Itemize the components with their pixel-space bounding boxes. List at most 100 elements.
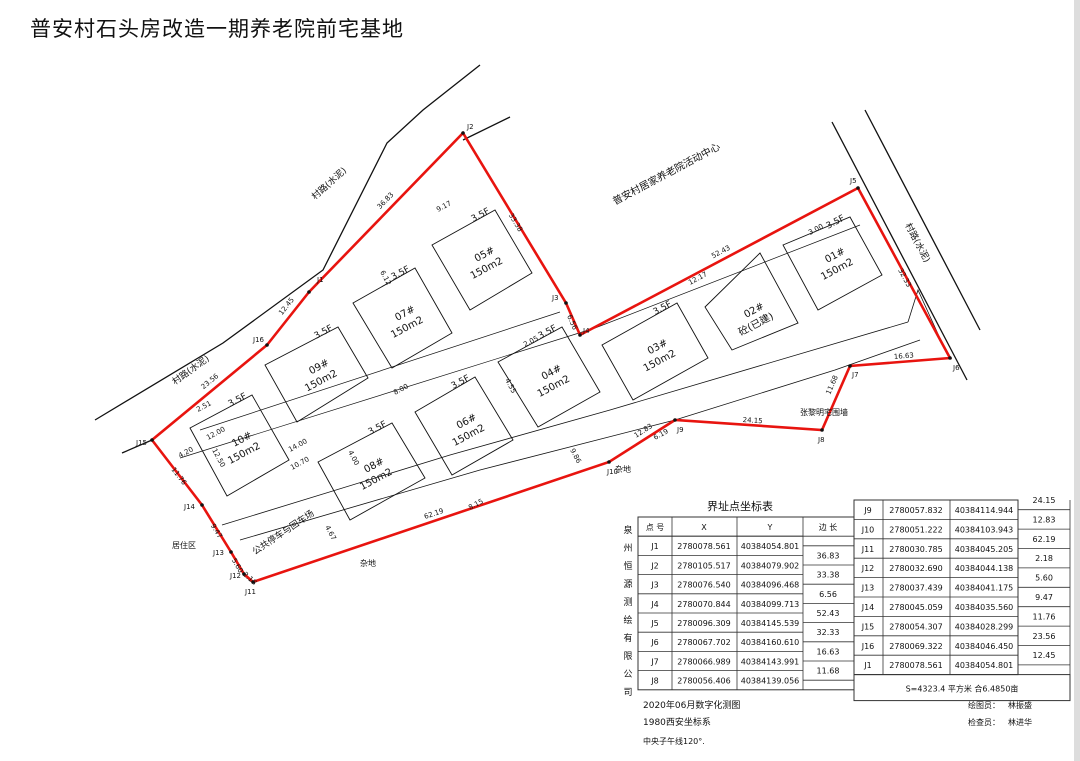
boundary-point-marker (848, 364, 852, 368)
boundary-point-marker (265, 343, 269, 347)
company-name-char: 公 (623, 669, 632, 680)
table-cell-y: 40384096.468 (741, 581, 800, 590)
building-outline (317, 422, 426, 521)
dimension-label: 2.05 (522, 334, 540, 348)
dimension-label: 12.50 (210, 447, 226, 468)
table-cell-point: J11 (861, 545, 875, 554)
table-cell-y: 40384054.801 (741, 542, 800, 551)
boundary-point-label: J15 (135, 439, 147, 447)
table-cell-x: 2780067.702 (677, 638, 730, 647)
road-edge-line (864, 109, 981, 331)
table-cell-x: 2780045.059 (889, 603, 942, 612)
table-cell-length: 24.15 (1033, 496, 1056, 505)
table-header-point: 点 号 (646, 523, 665, 532)
boundary-point-label: J3 (551, 294, 559, 302)
table-cell-x: 2780054.307 (889, 622, 942, 631)
table-cell-x: 2780078.561 (889, 661, 942, 670)
table-header-x: X (701, 523, 707, 532)
table-cell-length: 2.18 (1035, 554, 1053, 563)
dimension-label: 14.00 (287, 437, 308, 453)
internal-road-line (221, 321, 909, 526)
drafter-label: 绘图员： (968, 700, 1000, 710)
road-edge-line (94, 64, 481, 421)
table-cell-y: 40384044.138 (955, 564, 1014, 573)
table-cell-y: 40384143.991 (741, 657, 800, 666)
table-cell-x: 2780076.540 (677, 581, 730, 590)
building-floors-label: 3.5F (825, 214, 847, 232)
boundary-point-marker (461, 131, 465, 135)
building-outline (189, 394, 290, 497)
segment-length-label: 16.63 (894, 351, 915, 361)
table-cell-y: 40384139.056 (741, 677, 800, 686)
parcel-boundary (150, 130, 953, 584)
table-cell-x: 2780051.222 (889, 525, 942, 534)
table-cell-y: 40384145.539 (741, 619, 800, 628)
building-outline (431, 209, 533, 311)
company-name-char: 州 (623, 543, 632, 554)
boundary-point-marker (856, 186, 860, 190)
building-floors-label: 3.5F (470, 207, 492, 225)
boundary-point-label: J9 (676, 426, 684, 434)
table-cell-length: 5.60 (1035, 574, 1053, 583)
boundary-point-marker (564, 301, 568, 305)
table-cell-length: 52.43 (817, 609, 840, 618)
table-cell-length: 32.33 (817, 628, 840, 637)
boundary-point-marker (150, 438, 154, 442)
boundary-point-marker (578, 333, 582, 337)
table-cell-x: 2780037.439 (889, 584, 942, 593)
boundary-point-marker (307, 290, 311, 294)
boundary-point-label: J14 (183, 503, 196, 511)
table-cell-point: J4 (650, 600, 658, 609)
boundary-point-label: J1 (316, 276, 324, 284)
boundary-point-label: J13 (212, 549, 224, 557)
table-cell-y: 40384028.299 (955, 622, 1014, 631)
table-cell-length: 62.19 (1033, 535, 1056, 544)
building-floors-label: 3.5F (537, 324, 559, 342)
area-row (853, 674, 1071, 702)
table-cell-y: 40384103.943 (955, 525, 1014, 534)
scrollbar[interactable] (1074, 0, 1080, 761)
boundary-point-marker (948, 356, 952, 360)
segment-length-label: 33.38 (507, 212, 524, 233)
boundary-point-marker (251, 580, 255, 584)
segment-length-label: 24.15 (742, 416, 763, 425)
table-cell-point: J15 (861, 622, 875, 631)
company-name-char: 绘 (623, 614, 632, 626)
road-edge-line (831, 121, 968, 381)
table-cell-point: J12 (861, 564, 875, 573)
table-cell-length: 11.76 (1033, 612, 1056, 621)
building-label: 普安村居家养老院活动中心 (610, 140, 722, 208)
table-cell-y: 40384054.801 (955, 661, 1014, 670)
table-cell-length: 36.83 (817, 551, 840, 560)
segment-length-label: 23.56 (200, 372, 221, 391)
boundary-point-label: J2 (466, 123, 474, 131)
segment-length-label: 12.83 (633, 422, 654, 440)
table-cell-length: 9.47 (1035, 593, 1053, 602)
company-name-char: 有 (623, 632, 632, 644)
table-cell-y: 40384099.713 (741, 600, 800, 609)
table-cell-point: J9 (863, 506, 871, 515)
boundary-point-label: J5 (849, 177, 857, 185)
table-cell-x: 2780078.561 (677, 542, 730, 551)
building-outline (264, 326, 369, 423)
building-outline (414, 376, 514, 476)
table-cell-point: J7 (650, 657, 658, 666)
boundary-point-marker (229, 550, 233, 554)
table-cell-point: J14 (861, 603, 875, 612)
company-name-char: 恒 (623, 560, 632, 572)
boundary-point-marker (200, 503, 204, 507)
building-outline (782, 216, 883, 311)
boundary-point-label: J7 (851, 371, 859, 379)
table-cell-length: 6.56 (819, 590, 837, 599)
table-cell-y: 40384160.610 (741, 638, 800, 647)
table-cell-length: 11.68 (817, 667, 840, 676)
internal-road-line (907, 288, 944, 346)
survey-date: 2020年06月数字化测图 (643, 699, 740, 711)
table-cell-length: 12.45 (1033, 651, 1056, 660)
checker-label: 检查员： (968, 717, 1000, 727)
table-cell-x: 2780030.785 (889, 545, 942, 554)
land-label: 杂地 (615, 464, 631, 474)
dimension-label: 4.67 (323, 524, 337, 542)
dimension-label: 9.86 (568, 447, 583, 465)
